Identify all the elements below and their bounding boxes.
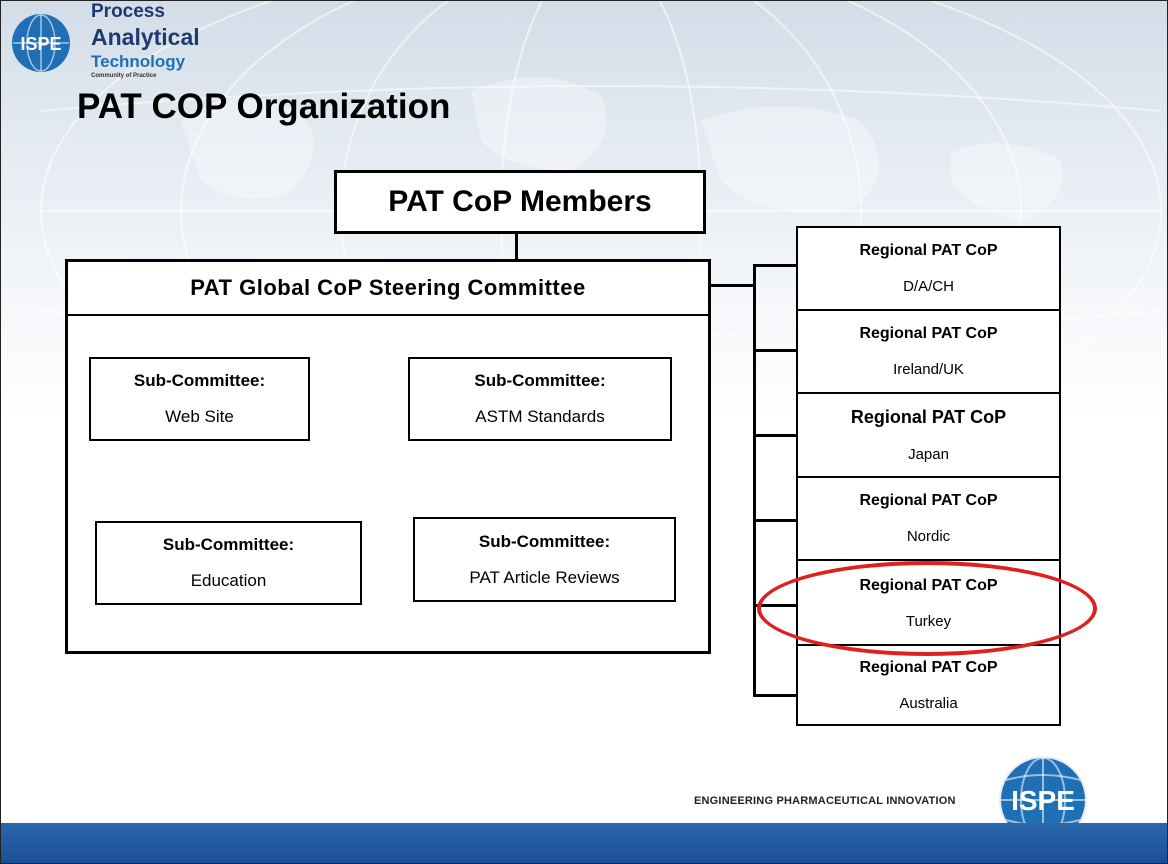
subcommittee-astm-standards: Sub-Committee: ASTM Standards	[408, 357, 672, 441]
slide-title: PAT COP Organization	[77, 87, 451, 126]
subcommittee-name: Education	[190, 571, 267, 590]
region-box-australia: Regional PAT CoP Australia	[796, 644, 1061, 726]
connector-members-steering	[515, 234, 518, 260]
steering-committee-box: PAT Global CoP Steering Committee Sub-Co…	[65, 259, 711, 654]
brand-line-4: Community of Practice	[91, 73, 157, 79]
subcommittee-title: Sub-Committee:	[133, 371, 266, 390]
connector-region-6	[753, 694, 796, 697]
footer-logo-text: ISPE	[1011, 785, 1075, 816]
subcommittee-web-site: Sub-Committee: Web Site	[89, 357, 310, 441]
region-name: Australia	[899, 694, 958, 712]
subcommittee-title: Sub-Committee:	[162, 535, 295, 554]
region-name: Nordic	[906, 528, 951, 545]
subcommittee-name: PAT Article Reviews	[469, 567, 620, 587]
region-name: Japan	[908, 446, 949, 463]
brand-line-3: Technology	[91, 52, 186, 71]
region-box-nordic: Regional PAT CoP Nordic	[796, 476, 1061, 561]
steering-committee-title: PAT Global CoP Steering Committee	[68, 262, 708, 316]
subcommittee-pat-article-reviews: Sub-Committee: PAT Article Reviews	[413, 517, 676, 602]
region-title: Regional PAT CoP	[859, 492, 998, 509]
brand-line-2: Analytical	[91, 24, 200, 50]
subcommittee-title: Sub-Committee:	[474, 371, 606, 390]
connector-region-3	[753, 434, 796, 437]
region-title: Regional PAT CoP	[859, 325, 998, 342]
region-title: Regional PAT CoP	[850, 407, 1007, 427]
connector-steering-regions	[711, 284, 753, 287]
connector-region-1	[753, 264, 796, 267]
members-box: PAT CoP Members	[334, 170, 706, 234]
subcommittee-title: Sub-Committee:	[478, 531, 611, 551]
region-box-dach: Regional PAT CoP D/A/CH	[796, 226, 1061, 311]
connector-region-2	[753, 349, 796, 352]
region-box-japan: Regional PAT CoP Japan	[796, 392, 1061, 478]
ispe-logo-icon: ISPE	[12, 14, 70, 72]
connector-regions-trunk	[753, 264, 756, 697]
subcommittee-name: Web Site	[165, 407, 234, 426]
brand-text: Process Analytical Technology Community …	[91, 1, 200, 79]
highlight-ellipse	[757, 561, 1097, 656]
footer-tagline: ENGINEERING PHARMACEUTICAL INNOVATION	[694, 795, 956, 807]
footer-bar	[1, 823, 1167, 863]
subcommittee-name: ASTM Standards	[475, 407, 605, 426]
region-box-ireland-uk: Regional PAT CoP Ireland/UK	[796, 309, 1061, 394]
region-title: Regional PAT CoP	[859, 658, 998, 676]
connector-region-4	[753, 519, 796, 522]
region-title: Regional PAT CoP	[859, 242, 998, 259]
subcommittee-education: Sub-Committee: Education	[95, 521, 362, 605]
logo-text: ISPE	[20, 34, 61, 54]
region-name: D/A/CH	[903, 278, 954, 295]
ispe-footer-logo-icon: ISPE	[999, 756, 1087, 844]
region-name: Ireland/UK	[893, 361, 964, 378]
brand-line-1: Process	[91, 1, 165, 22]
